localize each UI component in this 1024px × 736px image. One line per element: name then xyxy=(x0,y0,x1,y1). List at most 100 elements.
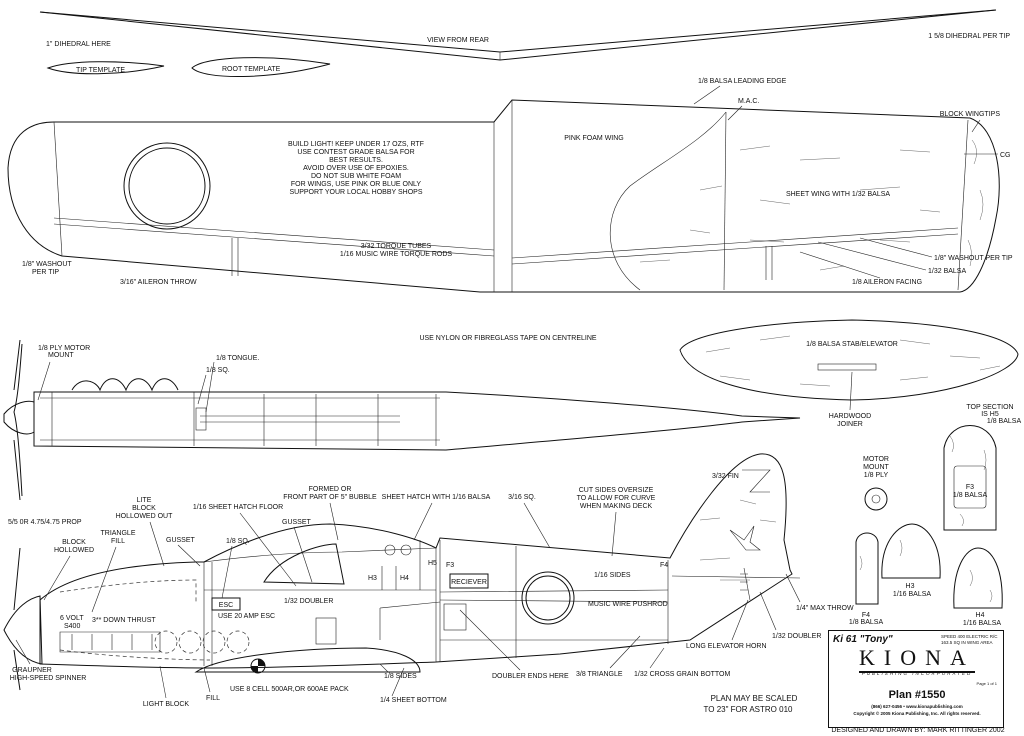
label-18-sq-top: 1/8 SQ. xyxy=(206,367,230,374)
label-doubler-right: 1/32 DOUBLER xyxy=(772,633,821,640)
label-gusset-left: GUSSET xyxy=(166,537,196,544)
label-use-esc: USE 20 AMP ESC xyxy=(218,613,275,620)
label-aileron-throw: 3/16" AILERON THROW xyxy=(120,279,197,286)
label-motor-mount-2: MOUNT xyxy=(863,464,889,471)
label-cg: CG xyxy=(1000,152,1011,159)
label-root-template: ROOT TEMPLATE xyxy=(222,66,281,73)
page-number: Page 1 of 1 xyxy=(976,681,997,686)
label-stab: 1/8 BALSA STAB/ELEVATOR xyxy=(806,341,898,348)
build-note-6: FOR WINGS, USE PINK OR BLUE ONLY xyxy=(291,181,422,188)
build-note-3: BEST RESULTS. xyxy=(329,157,383,164)
label-ply-motor-mount-1: 1/8 PLY MOTOR xyxy=(38,345,90,352)
label-sheet-bottom: 1/4 SHEET BOTTOM xyxy=(380,697,447,704)
label-triangle-38: 3/8 TRIANGLE xyxy=(576,671,623,678)
part-h4 xyxy=(953,547,1003,609)
contact-line: (866) 627-0456 • www.kionapublishing.com xyxy=(871,704,963,709)
brand-tagline: PUBLISHING INCORPORATED xyxy=(861,671,973,676)
label-triangle-fill-2: FILL xyxy=(111,538,125,545)
label-h3-part-1: H3 xyxy=(906,583,915,590)
label-dihedral-per-tip: 1 5/8 DIHEDRAL PER TIP xyxy=(928,33,1010,40)
label-top-section-1: TOP SECTION xyxy=(966,404,1013,411)
fuselage-side-view xyxy=(3,453,801,691)
label-ply-motor-mount-2: MOUNT xyxy=(48,352,74,359)
build-note-1: BUILD LIGHT! KEEP UNDER 17 OZS, RTF xyxy=(288,141,424,148)
label-hardwood-joiner-2: JOINER xyxy=(837,421,863,428)
root-template xyxy=(191,57,331,78)
label-torque-tubes: 3/32 TORQUE TUBES xyxy=(361,243,432,250)
label-washout-left-1: 1/8" WASHOUT xyxy=(22,261,72,268)
label-f3: F3 xyxy=(446,562,454,569)
label-h4: H4 xyxy=(400,575,409,582)
label-motor-mount-1: MOTOR xyxy=(863,456,889,463)
label-f3-part-1: F3 xyxy=(966,484,974,491)
label-cut-sides-1: CUT SIDES OVERSIZE xyxy=(579,487,654,494)
label-f4-part-2: 1/8 BALSA xyxy=(849,619,884,626)
label-aileron-facing: 1/8 AILERON FACING xyxy=(852,279,922,286)
label-fill: FILL xyxy=(206,695,220,702)
label-cut-sides-2: TO ALLOW FOR CURVE xyxy=(577,495,656,502)
rear-view xyxy=(39,9,997,61)
label-scaled-1: PLAN MAY BE SCALED xyxy=(711,694,798,703)
label-f4-part-1: F4 xyxy=(862,612,870,619)
label-lite-block-1: LITE xyxy=(137,497,152,504)
label-gusset-top: GUSSET xyxy=(282,519,312,526)
label-pushrod: MUSIC WIRE PUSHROD xyxy=(588,601,668,608)
label-view-from-rear: VIEW FROM REAR xyxy=(427,37,489,44)
label-132-balsa: 1/32 BALSA xyxy=(928,268,966,275)
label-volt-2: S400 xyxy=(64,623,80,630)
label-h3: H3 xyxy=(368,575,377,582)
label-tip-template: TIP TEMPLATE xyxy=(76,67,125,74)
copyright-line: Copyright © 2005 Kiona Publishing, Inc. … xyxy=(853,711,981,716)
label-torque-rods: 1/16 MUSIC WIRE TORQUE RODS xyxy=(340,251,452,258)
label-sheet-wing: SHEET WING WITH 1/32 BALSA xyxy=(786,191,890,198)
plan-number: Plan #1550 xyxy=(888,689,946,701)
label-lite-block-3: HOLLOWED OUT xyxy=(116,513,174,520)
label-formed-2: FRONT PART OF 5" BUBBLE xyxy=(283,494,377,501)
label-h5: H5 xyxy=(428,560,437,567)
label-mac: M.A.C. xyxy=(738,98,759,105)
label-light-block: LIGHT BLOCK xyxy=(143,701,189,708)
label-top-section-2: IS H5 xyxy=(981,411,999,418)
label-sides-116: 1/16 SIDES xyxy=(594,572,631,579)
label-reciever: RECIEVER xyxy=(451,579,487,586)
stab-elevator xyxy=(679,319,1019,401)
label-prop: 5/5 0R 4.75/4.75 PROP xyxy=(8,519,82,526)
label-pink-foam-wing: PINK FOAM WING xyxy=(564,135,624,142)
label-motor-mount-3: 1/8 PLY xyxy=(864,472,889,479)
label-fin: 3/32 FIN xyxy=(712,473,739,480)
part-f4 xyxy=(855,532,879,605)
spec-line-1: SPEED 400 ELECTRIC R/C xyxy=(941,634,998,639)
build-note-2: USE CONTEST GRADE BALSA FOR xyxy=(297,149,414,156)
label-block-hollowed-1: BLOCK xyxy=(62,539,86,546)
model-name: Ki 61 "Tony" xyxy=(833,634,893,645)
label-cross-grain: 1/32 CROSS GRAIN BOTTOM xyxy=(634,671,731,678)
part-motor-mount xyxy=(864,487,888,511)
label-f4: F4 xyxy=(660,562,668,569)
label-18-sq-side: 1/8 SQ. xyxy=(226,538,250,545)
label-block-wingtips: BLOCK WINGTIPS xyxy=(940,111,1001,118)
label-doubler-ends: DOUBLER ENDS HERE xyxy=(492,673,569,680)
label-sheet-hatch: SHEET HATCH WITH 1/16 BALSA xyxy=(382,494,491,501)
label-block-hollowed-2: HOLLOWED xyxy=(54,547,94,554)
label-washout-left-2: PER TIP xyxy=(32,269,59,276)
fuselage-top-view xyxy=(3,339,801,501)
part-h3 xyxy=(881,523,941,579)
label-volt-1: 6 VOLT xyxy=(60,615,84,622)
wing-planform xyxy=(7,99,1000,293)
label-316-sq: 3/16 SQ. xyxy=(508,494,536,501)
label-scaled-2: TO 23" FOR ASTRO 010 xyxy=(704,705,793,714)
label-cell-pack: USE 8 CELL 500AR,OR 600AE PACK xyxy=(230,686,349,693)
label-esc: ESC xyxy=(219,602,233,609)
tip-template xyxy=(46,61,165,75)
label-washout-right: 1/8" WASHOUT PER TIP xyxy=(934,255,1013,262)
label-nylon-tape: USE NYLON OR FIBREGLASS TAPE ON CENTRELI… xyxy=(419,335,596,342)
part-top-section xyxy=(943,425,997,531)
label-elevator-horn: LONG ELEVATOR HORN xyxy=(686,643,767,650)
label-top-section-3: 1/8 BALSA xyxy=(987,418,1022,425)
label-h4-part-1: H4 xyxy=(976,612,985,619)
label-lite-block-2: BLOCK xyxy=(132,505,156,512)
label-h4-part-2: 1/16 BALSA xyxy=(963,620,1001,627)
build-note-5: DO NOT SUB WHITE FOAM xyxy=(311,173,401,180)
label-graupner-2: HIGH-SPEED SPINNER xyxy=(10,675,87,682)
